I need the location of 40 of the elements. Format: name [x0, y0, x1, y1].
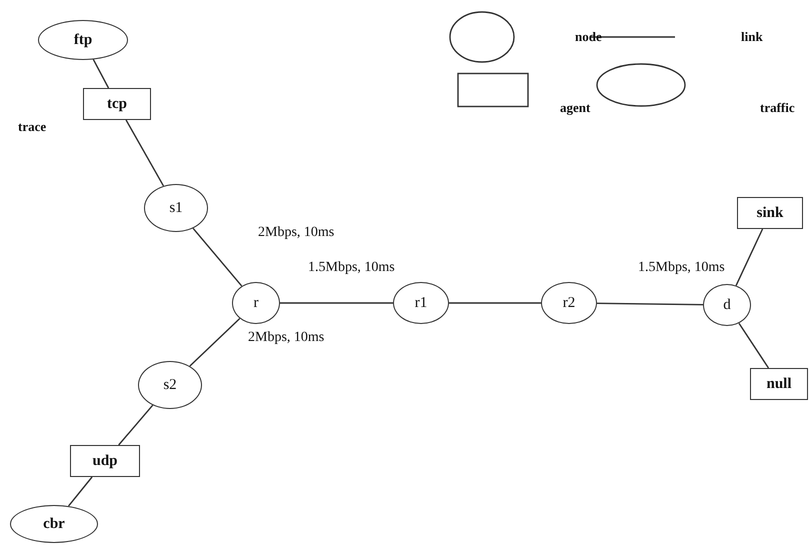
agent-box — [83, 88, 151, 120]
link-line — [449, 302, 541, 304]
agent-box — [70, 445, 140, 477]
node-label: ftp — [74, 32, 92, 48]
link-line — [735, 228, 764, 286]
node-label: r1 — [414, 294, 428, 312]
edge-label: 1.5Mbps, 10ms — [308, 261, 395, 275]
legend-label: traffic — [760, 101, 795, 114]
node-label: cbr — [43, 516, 65, 532]
network-node — [393, 282, 449, 324]
edge-label: 2Mbps, 10ms — [248, 331, 324, 345]
node-label: s2 — [163, 376, 177, 394]
legend-label: agent — [560, 101, 590, 114]
node-label: d — [723, 296, 731, 314]
network-node — [541, 282, 597, 324]
link-line — [280, 302, 393, 304]
node-label: r — [254, 294, 258, 312]
link-line — [118, 404, 154, 446]
link-line — [125, 120, 164, 186]
node-label: r2 — [562, 294, 576, 312]
node-label: sink — [756, 204, 784, 222]
link-line — [596, 302, 704, 306]
trace-label: trace — [18, 120, 46, 133]
link-line — [92, 59, 110, 88]
node-label: udp — [92, 452, 118, 470]
link-line — [192, 228, 242, 287]
legend-label: node — [575, 30, 602, 43]
agent-box — [737, 197, 803, 229]
edge-label: 1.5Mbps, 10ms — [638, 261, 725, 275]
node-label: null — [766, 376, 792, 392]
link-line — [738, 322, 770, 368]
node-label: s1 — [169, 200, 183, 216]
edge-label: 2Mbps, 10ms — [258, 226, 334, 240]
network-node — [703, 284, 751, 326]
link-line — [68, 476, 93, 506]
agent-box — [750, 368, 808, 400]
link-line — [189, 318, 240, 367]
legend-label: link — [741, 30, 763, 43]
network-node — [232, 282, 280, 324]
node-label: tcp — [107, 96, 127, 112]
